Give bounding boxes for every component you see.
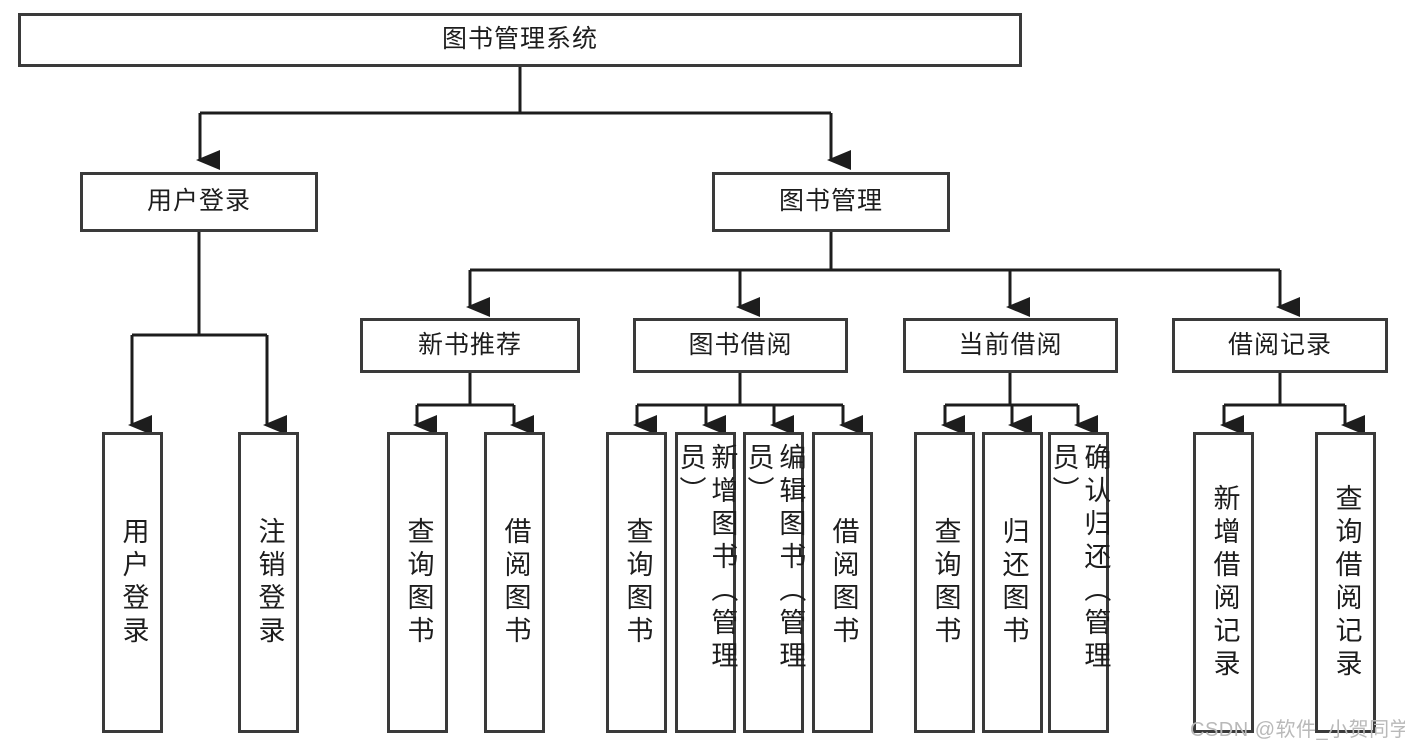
node-current-borrow[interactable]: 当前借阅 <box>903 318 1118 373</box>
leaf-borrow-query-book[interactable]: 查询图书 <box>606 432 667 733</box>
leaf-current-confirm-return[interactable]: 确认归还（管理员） <box>1048 432 1110 733</box>
node-user-login[interactable]: 用户登录 <box>80 172 318 232</box>
leaf-user-login-signin[interactable]: 用户登录 <box>102 432 163 733</box>
leaf-borrow-edit-book[interactable]: 编辑图书（管理员） <box>743 432 805 733</box>
leaf-current-return-book[interactable]: 归还图书 <box>982 432 1043 733</box>
node-book-borrow[interactable]: 图书借阅 <box>633 318 848 373</box>
leaf-user-login-signout[interactable]: 注销登录 <box>238 432 299 733</box>
node-new-book-recommend[interactable]: 新书推荐 <box>360 318 580 373</box>
node-root-system[interactable]: 图书管理系统 <box>18 13 1022 67</box>
leaf-new-book-borrow[interactable]: 借阅图书 <box>484 432 545 733</box>
leaf-record-query[interactable]: 查询借阅记录 <box>1315 432 1376 733</box>
watermark-text: CSDN @软件_小贺同学 <box>1190 719 1405 741</box>
leaf-new-book-query[interactable]: 查询图书 <box>387 432 448 733</box>
node-borrow-record[interactable]: 借阅记录 <box>1172 318 1388 373</box>
leaf-record-add[interactable]: 新增借阅记录 <box>1193 432 1254 733</box>
node-book-management[interactable]: 图书管理 <box>712 172 950 232</box>
leaf-borrow-borrow-book[interactable]: 借阅图书 <box>812 432 873 733</box>
leaf-borrow-add-book[interactable]: 新增图书（管理员） <box>675 432 737 733</box>
leaf-current-query-book[interactable]: 查询图书 <box>914 432 975 733</box>
